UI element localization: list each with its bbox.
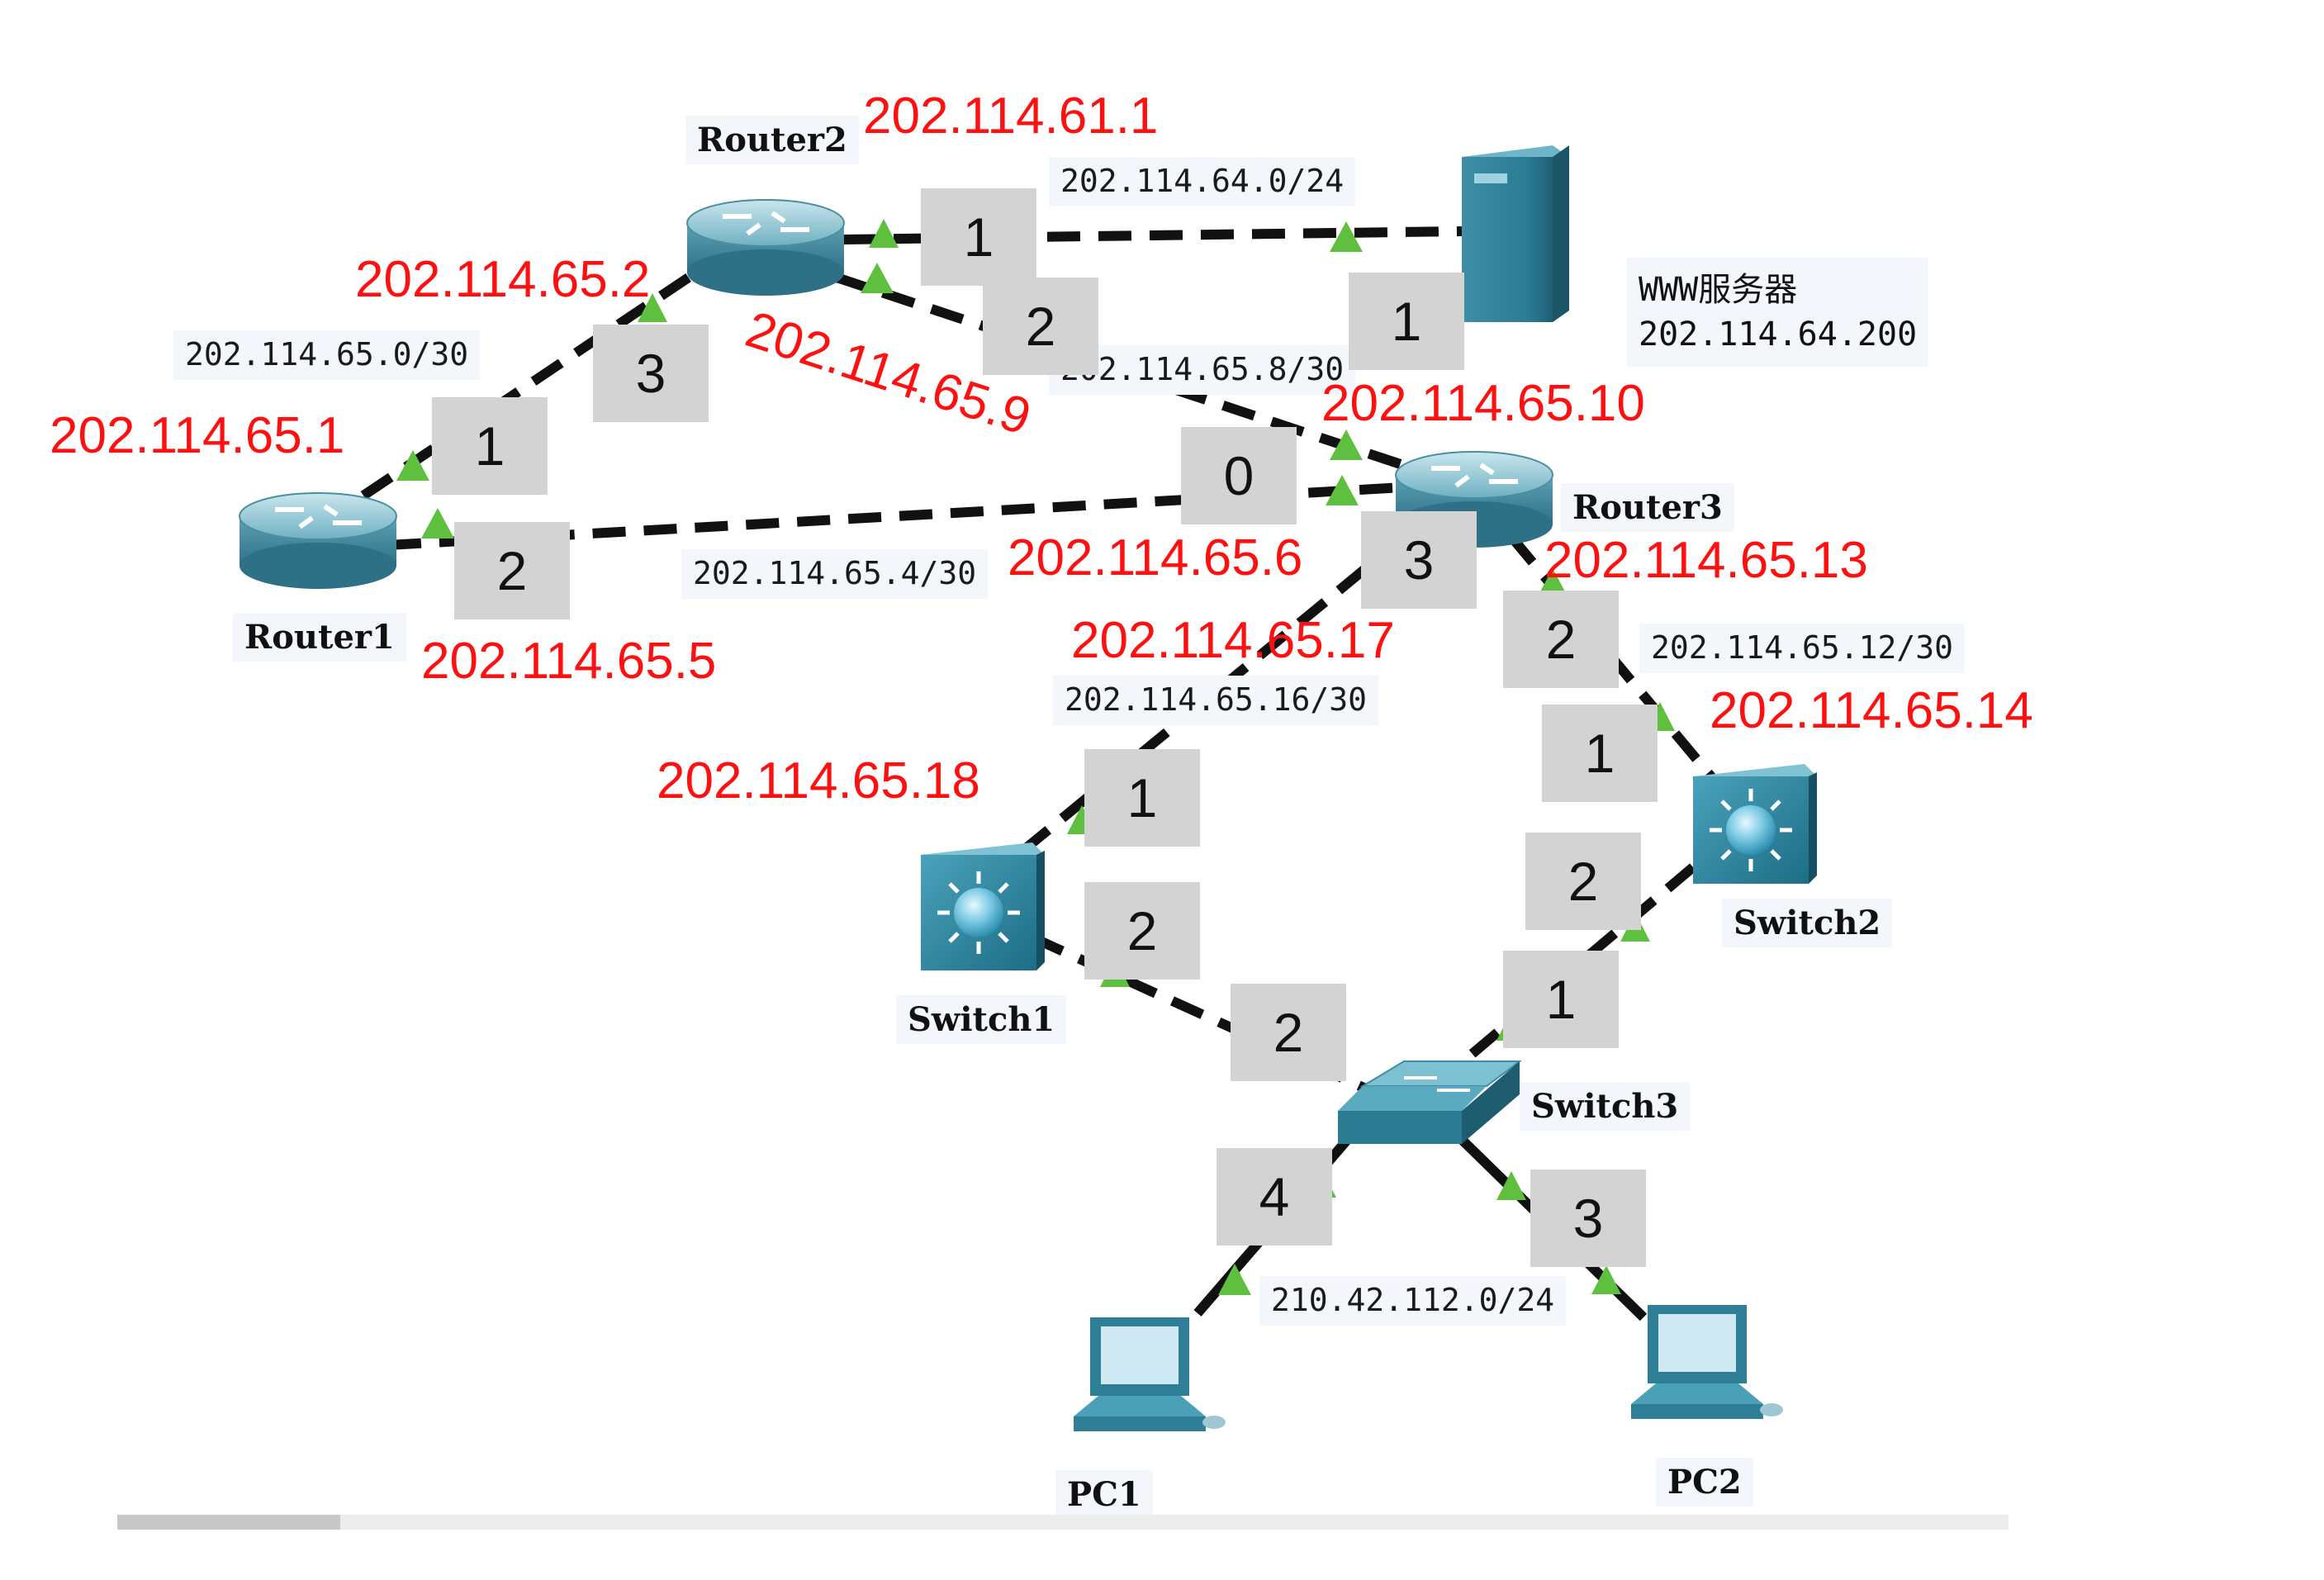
- port-number-box: 1: [921, 188, 1036, 286]
- port-number-box: 1: [1503, 951, 1619, 1048]
- port-number-box: 2: [983, 278, 1098, 375]
- switch1-multilayer-switch-icon[interactable]: [921, 842, 1045, 970]
- pc2-label: PC2: [1656, 1458, 1753, 1506]
- link-up-icon: [1218, 1264, 1251, 1295]
- ip-annotation: 202.114.65.14: [1710, 682, 2033, 739]
- subnet-label: 202.114.65.16/30: [1053, 676, 1379, 725]
- subnet-label: 202.114.65.0/30: [173, 330, 481, 380]
- ip-annotation: 202.114.65.18: [657, 752, 980, 809]
- port-number-box: 1: [432, 397, 548, 495]
- port-number-box: 1: [1084, 749, 1200, 847]
- port-number-box: 4: [1217, 1148, 1332, 1245]
- link-up-icon: [1496, 1171, 1526, 1200]
- switch3-label: Switch3: [1520, 1082, 1691, 1131]
- subnet-label: 202.114.64.0/24: [1049, 157, 1356, 206]
- switch1-label: Switch1: [896, 995, 1067, 1044]
- router1-icon[interactable]: [239, 492, 397, 589]
- server-ip: 202.114.64.200: [1639, 316, 1918, 353]
- link-up-icon: [421, 508, 454, 539]
- ip-annotation: 202.114.65.6: [1008, 529, 1303, 586]
- ip-annotation: 202.114.61.1: [863, 88, 1159, 145]
- router3-label: Router3: [1561, 483, 1734, 532]
- link-up-icon: [1330, 429, 1363, 460]
- port-number-box: 2: [1231, 984, 1346, 1081]
- pc1-pc-icon[interactable]: [1074, 1317, 1226, 1431]
- ip-annotation: 202.114.65.2: [355, 251, 651, 308]
- link-up-icon: [861, 263, 894, 293]
- port-number-box: 1: [1542, 705, 1658, 802]
- subnet-label: 202.114.65.4/30: [681, 549, 989, 599]
- server-icon[interactable]: [1462, 145, 1569, 322]
- link-up-icon: [1591, 1265, 1621, 1294]
- router1-label: Router1: [233, 613, 406, 662]
- port-number-box: 2: [454, 522, 570, 619]
- link-up-icon: [638, 293, 667, 322]
- switch2-label: Switch2: [1722, 899, 1893, 947]
- router2-icon[interactable]: [686, 199, 845, 296]
- ip-annotation: 202.114.65.5: [421, 633, 717, 690]
- link-up-icon: [1326, 475, 1359, 505]
- port-number-box: 0: [1181, 427, 1297, 524]
- subnet-label: 210.42.112.0/24: [1259, 1276, 1567, 1326]
- ip-annotation: 202.114.65.1: [50, 407, 345, 464]
- port-number-box: 3: [593, 325, 709, 422]
- link-router1-router2: [360, 264, 705, 500]
- link-up-icon: [869, 219, 899, 248]
- port-number-box: 2: [1084, 882, 1200, 980]
- link-up-icon: [1538, 568, 1568, 596]
- ip-annotation: 202.114.65.10: [1321, 375, 1645, 432]
- port-number-box: 3: [1361, 511, 1477, 609]
- port-number-box: 2: [1525, 833, 1641, 930]
- port-number-box: 1: [1349, 273, 1464, 370]
- subnet-label: 202.114.65.8/30: [1049, 345, 1356, 395]
- link-up-icon: [396, 450, 429, 481]
- pc2-pc-icon[interactable]: [1631, 1305, 1783, 1419]
- switch3-switch-icon[interactable]: [1338, 1060, 1522, 1144]
- horizontal-scrollbar[interactable]: [117, 1515, 2009, 1530]
- port-number-box: 2: [1503, 591, 1619, 688]
- link-up-icon: [1330, 221, 1363, 252]
- switch2-multilayer-switch-icon[interactable]: [1693, 764, 1817, 884]
- port-number-box: 3: [1530, 1170, 1646, 1267]
- server-label: WWW服务器 202.114.64.200: [1627, 258, 1929, 367]
- scrollbar-thumb[interactable]: [117, 1515, 340, 1530]
- subnet-label: 202.114.65.12/30: [1639, 624, 1966, 673]
- router2-label: Router2: [685, 116, 859, 164]
- ip-annotation: 202.114.65.17: [1071, 612, 1395, 669]
- server-name: WWW服务器: [1639, 271, 1798, 309]
- ip-annotation: 202.114.65.13: [1544, 532, 1868, 589]
- pc1-label: PC1: [1055, 1470, 1153, 1519]
